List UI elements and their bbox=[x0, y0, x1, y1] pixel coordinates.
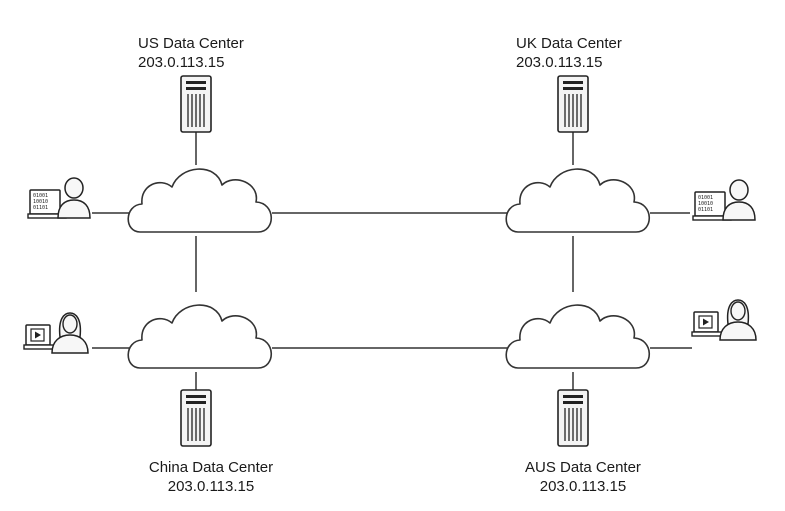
connection-lines bbox=[92, 132, 692, 390]
developer-at-laptop-icon bbox=[692, 179, 756, 221]
server-tower-icon bbox=[557, 75, 589, 133]
aus-data-center-label: AUS Data Center 203.0.113.15 bbox=[498, 458, 668, 496]
us-data-center-ip: 203.0.113.15 bbox=[138, 54, 225, 71]
aus-data-center-name: AUS Data Center bbox=[525, 459, 641, 476]
cloud-icon bbox=[127, 304, 273, 369]
user-with-video-laptop-icon bbox=[691, 299, 757, 341]
cloud-icon bbox=[505, 168, 651, 233]
uk-data-center-name: UK Data Center bbox=[516, 35, 622, 52]
uk-data-center-ip: 203.0.113.15 bbox=[516, 54, 603, 71]
us-data-center-name: US Data Center bbox=[138, 35, 244, 52]
uk-data-center-label: UK Data Center 203.0.113.15 bbox=[516, 34, 622, 72]
server-tower-icon bbox=[557, 389, 589, 447]
user-with-video-laptop-icon bbox=[23, 312, 89, 354]
china-data-center-name: China Data Center bbox=[148, 459, 274, 476]
china-data-center-label: China Data Center 203.0.113.15 bbox=[126, 458, 296, 496]
us-data-center-label: US Data Center 203.0.113.15 bbox=[138, 34, 244, 72]
cloud-icon bbox=[505, 304, 651, 369]
server-tower-icon bbox=[180, 75, 212, 133]
cloud-icon bbox=[127, 168, 273, 233]
china-data-center-ip: 203.0.113.15 bbox=[167, 478, 255, 495]
aus-data-center-ip: 203.0.113.15 bbox=[539, 478, 627, 495]
server-tower-icon bbox=[180, 389, 212, 447]
developer-at-laptop-icon bbox=[27, 177, 91, 219]
